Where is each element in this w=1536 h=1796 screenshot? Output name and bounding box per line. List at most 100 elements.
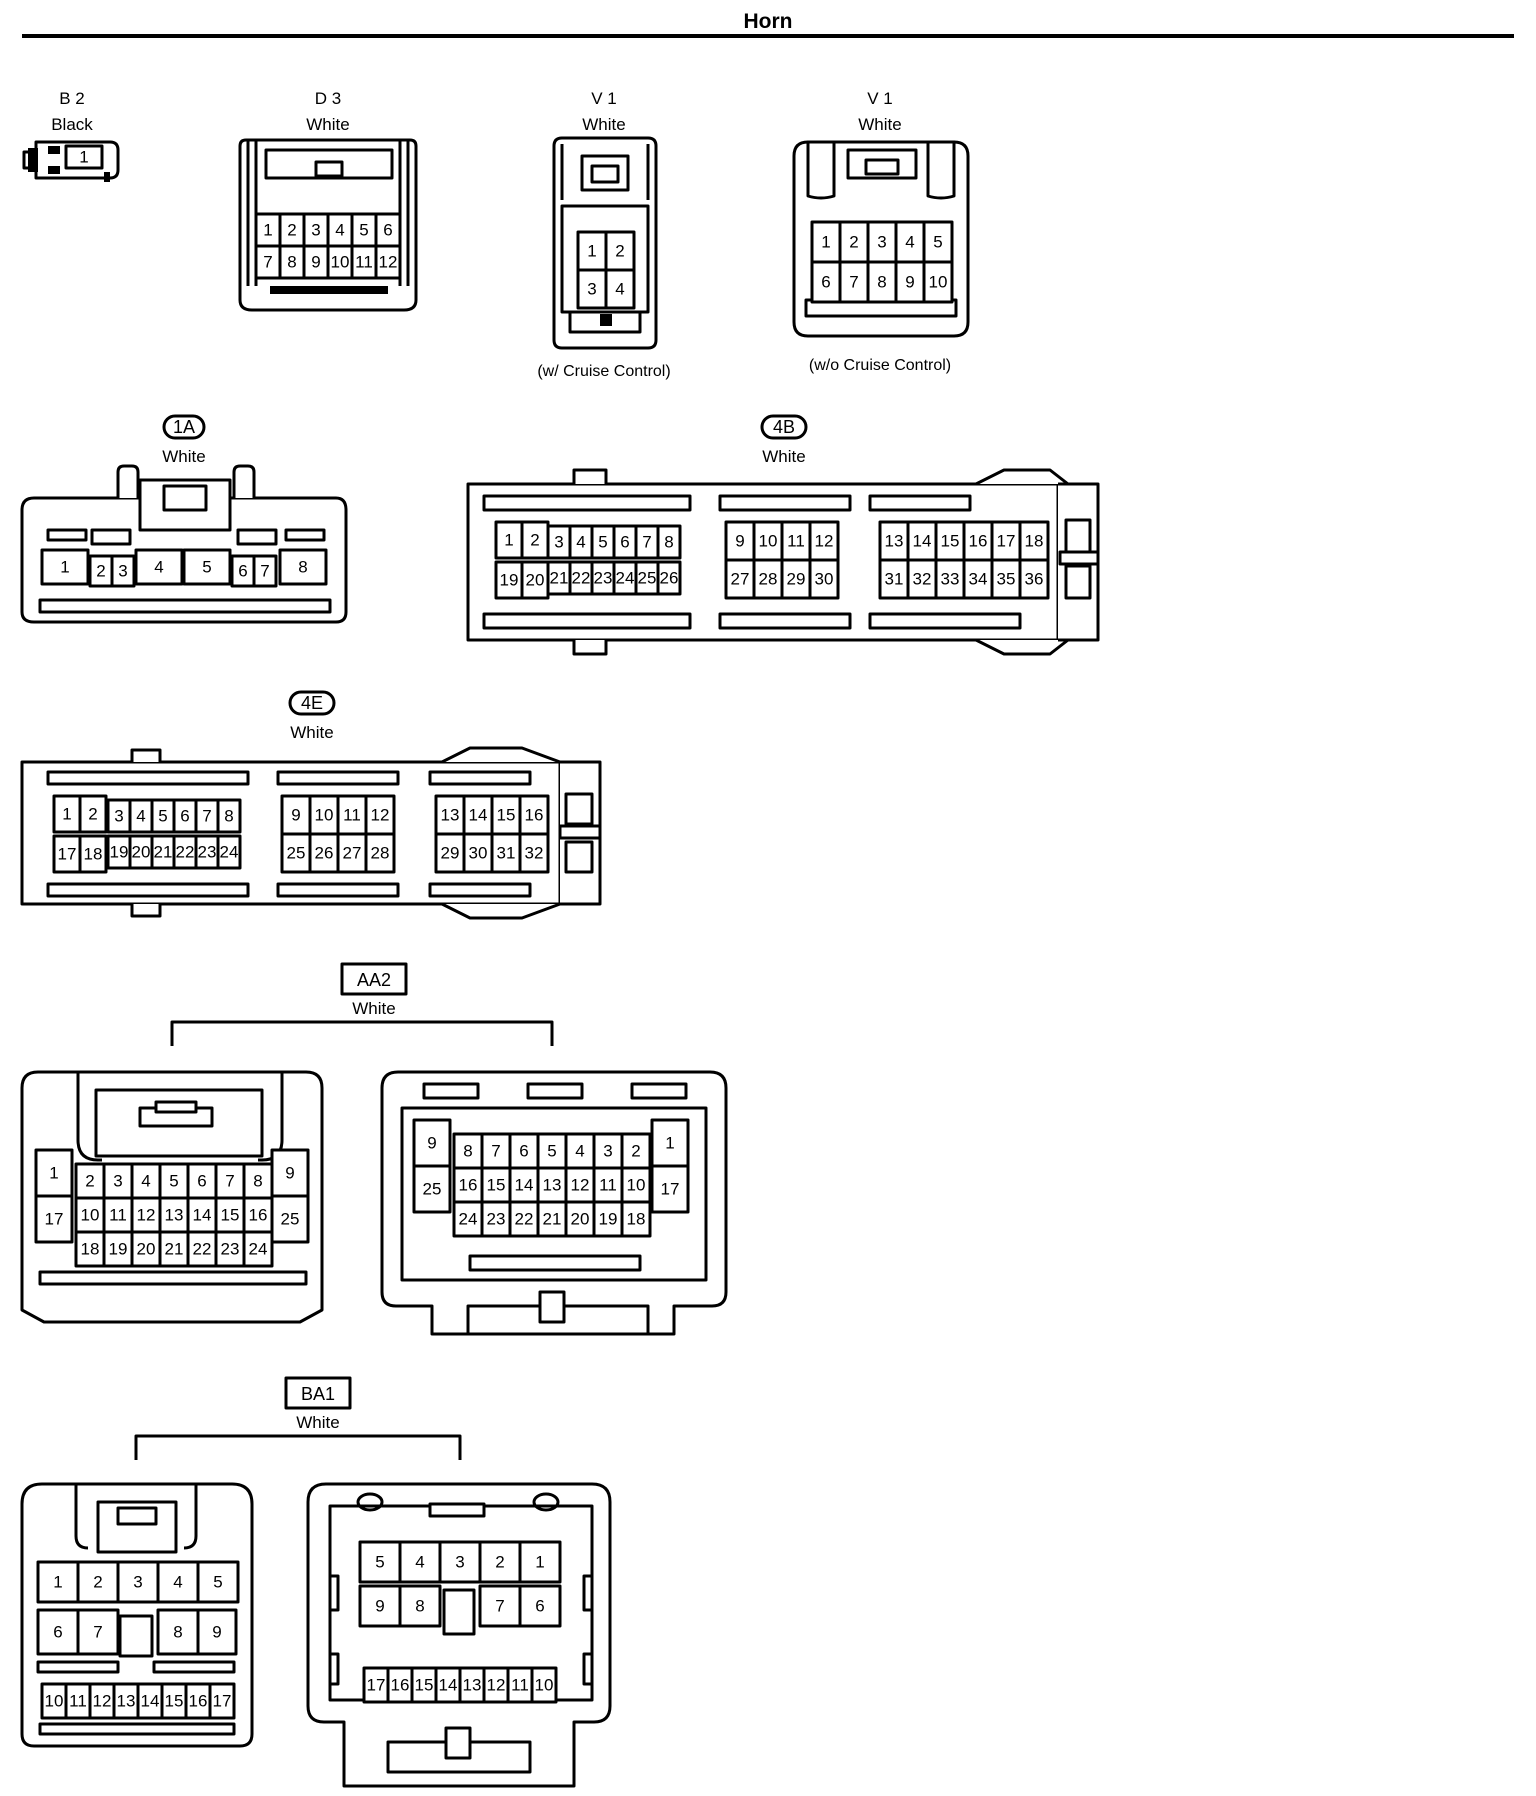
pin-label: 14 xyxy=(515,1176,534,1195)
pin-label: 6 xyxy=(53,1623,62,1642)
pin-cavity xyxy=(894,220,926,264)
pin-label: 27 xyxy=(731,570,750,589)
pin-cavity xyxy=(52,794,82,834)
pin-label: 6 xyxy=(180,807,189,826)
pin-cavity xyxy=(78,834,108,874)
pin-label: 19 xyxy=(110,843,129,862)
pin-label: 13 xyxy=(463,1676,482,1695)
pin-label: 16 xyxy=(189,1692,208,1711)
pin-label: 7 xyxy=(849,273,858,292)
pin-cavity xyxy=(34,1194,74,1244)
pin-label: 1 xyxy=(263,221,272,240)
pin-cavity xyxy=(520,560,550,600)
pin-cavity xyxy=(40,1682,68,1720)
pin-label: 7 xyxy=(263,253,272,272)
pin-cavity xyxy=(64,1682,92,1720)
pin-label: 19 xyxy=(500,571,519,590)
connector-code: 1A xyxy=(173,417,195,437)
pin-label: 32 xyxy=(913,570,932,589)
pin-label: 13 xyxy=(165,1206,184,1225)
connector-color: White xyxy=(296,1413,339,1432)
pin-label: 17 xyxy=(58,845,77,864)
pin-label: 17 xyxy=(213,1692,232,1711)
pin-cavity xyxy=(350,244,378,280)
pin-label: 25 xyxy=(287,844,306,863)
pin-cavity xyxy=(906,558,938,600)
pin-cavity xyxy=(364,832,396,874)
pin-label: 28 xyxy=(759,570,778,589)
pin-label: 27 xyxy=(343,844,362,863)
pin-label: 9 xyxy=(375,1597,384,1616)
pin-label: 24 xyxy=(459,1210,478,1229)
pin-label: 3 xyxy=(114,807,123,826)
pin-label: 14 xyxy=(913,532,932,551)
pin-label: 24 xyxy=(249,1240,268,1259)
pin-label: 19 xyxy=(599,1210,618,1229)
connector-color: White xyxy=(352,999,395,1018)
pin-label: 4 xyxy=(576,533,585,552)
pin-label: 9 xyxy=(905,273,914,292)
pin-label: 3 xyxy=(877,233,886,252)
pin-label: 17 xyxy=(997,532,1016,551)
pin-label: 5 xyxy=(598,533,607,552)
pin-cavity xyxy=(336,832,368,874)
pin-label: 4 xyxy=(173,1573,182,1592)
connector-note: (w/ Cruise Control) xyxy=(537,363,670,380)
connector-color: White xyxy=(762,447,805,466)
pin-cavity xyxy=(242,1230,274,1268)
pin-label: 10 xyxy=(535,1676,554,1695)
pin-label: 7 xyxy=(225,1172,234,1191)
pin-label: 10 xyxy=(315,806,334,825)
pin-label: 12 xyxy=(93,1692,112,1711)
pin-label: 10 xyxy=(45,1692,64,1711)
pin-cavity xyxy=(530,1666,558,1704)
pin-cavity xyxy=(604,230,636,272)
pin-cavity xyxy=(620,1166,652,1204)
pin-label: 1 xyxy=(60,558,69,577)
pin-cavity xyxy=(302,244,330,280)
pin-label: 5 xyxy=(375,1553,384,1572)
pin-cavity xyxy=(462,832,494,874)
pin-label: 20 xyxy=(526,571,545,590)
pin-label: 11 xyxy=(511,1676,529,1695)
blank-cavity xyxy=(442,1588,476,1636)
pin-label: 19 xyxy=(109,1240,128,1259)
connector-code: V 1 xyxy=(867,89,893,108)
pin-label: 17 xyxy=(661,1180,680,1199)
pin-label: 13 xyxy=(441,806,460,825)
pin-label: 10 xyxy=(81,1206,100,1225)
pin-label: 18 xyxy=(1025,532,1044,551)
pin-label: 12 xyxy=(571,1176,590,1195)
pin-cavity xyxy=(434,1666,462,1704)
pin-cavity xyxy=(1018,520,1050,562)
pin-label: 3 xyxy=(133,1573,142,1592)
pin-label: 6 xyxy=(238,562,247,581)
pin-label: 15 xyxy=(415,1676,434,1695)
pin-label: 13 xyxy=(885,532,904,551)
pin-label: 2 xyxy=(530,531,539,550)
connector-note: (w/o Cruise Control) xyxy=(809,357,951,374)
pin-label: 3 xyxy=(554,533,563,552)
pin-label: 5 xyxy=(169,1172,178,1191)
pin-label: 7 xyxy=(93,1623,102,1642)
pin-label: 14 xyxy=(193,1206,212,1225)
pin-label: 17 xyxy=(45,1210,64,1229)
pin-label: 24 xyxy=(616,569,635,588)
pin-label: 29 xyxy=(441,844,460,863)
pin-cavity xyxy=(452,1200,484,1238)
connector-color: White xyxy=(858,115,901,134)
pin-cavity xyxy=(216,834,242,870)
pin-cavity xyxy=(650,1118,690,1168)
pin-cavity xyxy=(434,832,466,874)
pin-label: 1 xyxy=(79,148,88,167)
pin-label: 10 xyxy=(627,1176,646,1195)
pin-cavity xyxy=(278,548,328,586)
pin-cavity xyxy=(374,244,402,280)
pin-cavity xyxy=(866,260,898,304)
pin-label: 15 xyxy=(487,1176,506,1195)
pin-label: 7 xyxy=(260,562,269,581)
connector-b2: B 2 Black 1 xyxy=(22,89,120,182)
